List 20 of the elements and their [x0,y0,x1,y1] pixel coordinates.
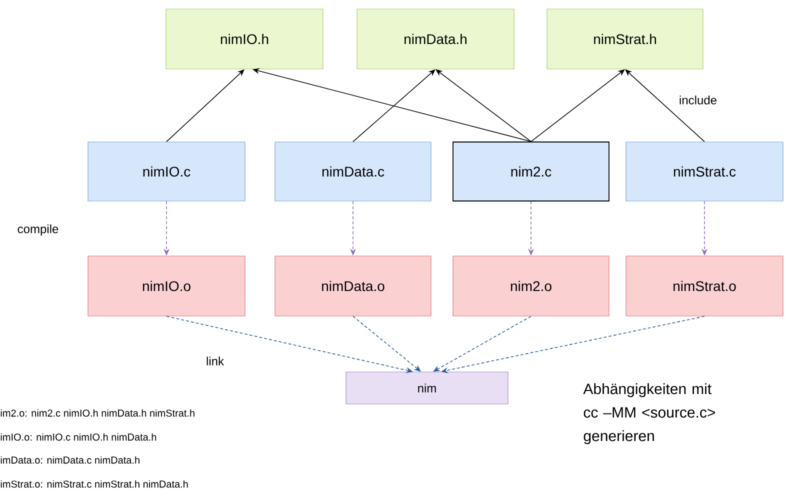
step-label: link [206,356,224,366]
object-box: nimIO.o [88,256,246,316]
dependency-rule: im2.o: nim2.c nimIO.h nimData.h nimStrat.h [0,409,194,417]
executable-box: nim [346,372,508,404]
source-box: nimStrat.c [626,142,784,202]
step-label: include [680,96,716,104]
dependency-rule: imStrat.o: nimStrat.c nimStrat.h nimData.h [0,480,188,488]
header-box: nimStrat.h [546,8,704,70]
dependency-rule: imData.o: nimData.c nimData.h [0,456,140,464]
dependency-rule: imIO.o: nimIO.c nimIO.h nimData.h [0,433,156,441]
header-box: nimIO.h [166,8,324,70]
source-box: nimData.c [274,142,432,202]
source-box: nimIO.c [88,142,246,202]
step-label: compile [18,224,58,236]
object-box: nimStrat.o [626,256,784,316]
header-box: nimData.h [356,8,514,70]
source-box: nim2.c [452,142,610,202]
note: Abhängigkeiten mit cc –MM <source.c> generieren [583,383,715,444]
object-box: nim2.o [452,256,610,316]
object-box: nimData.o [274,256,432,316]
